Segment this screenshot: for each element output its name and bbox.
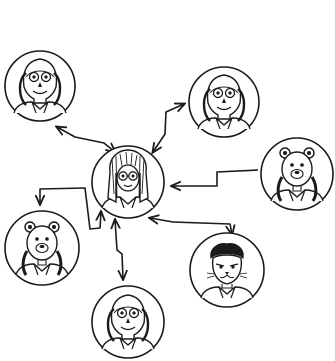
arrow-to-bottom-right [150,218,232,234]
connectors [40,104,259,279]
arrow-to-bottom [115,220,123,279]
node-right: bear-mask-portrait-icon [260,137,334,211]
node-top-left: alien-face-portrait-icon [4,50,76,122]
arrow-to-top-left [57,127,115,152]
node-bottom: alien-face-portrait-icon [91,285,165,359]
node-top-right: alien-face-portrait-icon [188,66,260,138]
arrow-to-top-right [153,104,184,152]
arrow-to-right [172,169,259,186]
node-center: person-portrait-icon [91,145,165,219]
arrow-to-left [40,187,101,230]
node-bottom-right: cat-face-portrait-icon [189,232,265,308]
node-left: bear-mask-portrait-icon [4,210,80,286]
